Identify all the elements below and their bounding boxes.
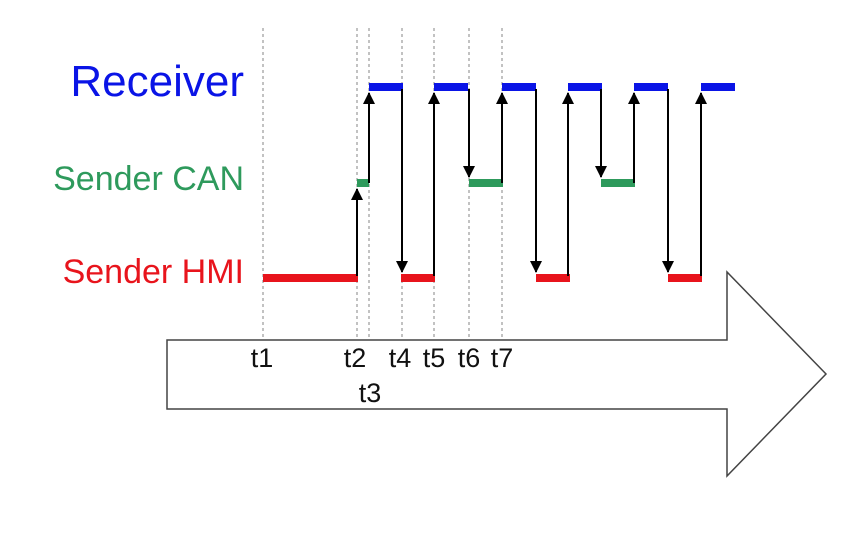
tick-label-t7: t7 (491, 343, 514, 373)
hmi-segment (536, 274, 570, 282)
hmi-segments (263, 274, 702, 282)
time-guides (262, 28, 503, 338)
lane-label-sender-hmi: Sender HMI (63, 253, 244, 291)
receiver-segment (369, 83, 403, 91)
hmi-segment (668, 274, 702, 282)
tick-label-t5: t5 (423, 343, 446, 373)
receiver-segment (634, 83, 668, 91)
receiver-segment (568, 83, 602, 91)
receiver-segment (434, 83, 468, 91)
tick-label-t6: t6 (458, 343, 481, 373)
hmi-segment (401, 274, 435, 282)
receiver-segment (701, 83, 735, 91)
time-axis-arrow (166, 270, 828, 478)
receiver-segment (502, 83, 536, 91)
lane-label-sender-can: Sender CAN (53, 160, 244, 198)
can-segment (469, 179, 503, 187)
can-segment (601, 179, 635, 187)
can-segments (357, 179, 635, 187)
tick-label-t1: t1 (251, 343, 274, 373)
tick-label-t2: t2 (344, 343, 367, 373)
transition-arrows (351, 89, 707, 276)
receiver-segments (369, 83, 735, 91)
tick-label-t4: t4 (389, 343, 412, 373)
lane-label-receiver: Receiver (70, 57, 244, 106)
can-segment (357, 179, 369, 187)
tick-label-t3: t3 (359, 378, 382, 408)
hmi-segment (263, 274, 358, 282)
